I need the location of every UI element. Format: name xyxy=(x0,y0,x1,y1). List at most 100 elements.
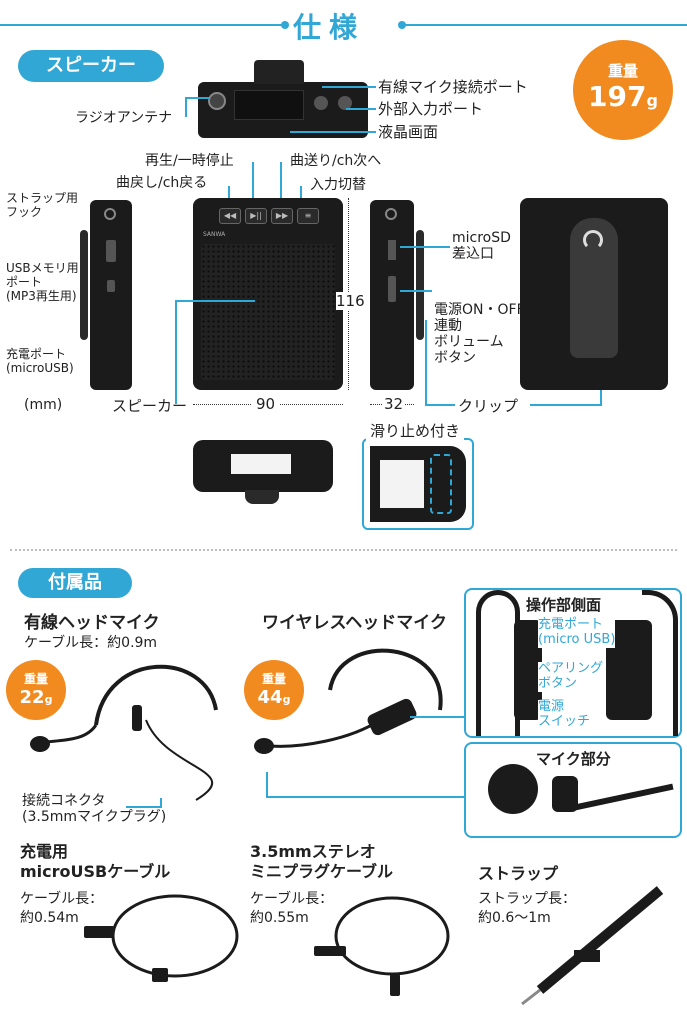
side-panel-pairing: ペアリング ボタン xyxy=(538,661,604,692)
wireless-weight-label: 重量 xyxy=(261,672,286,686)
line-input xyxy=(300,186,302,206)
label-input-switch: 入力切替 xyxy=(310,177,366,193)
label-lcd-screen: 液晶画面 xyxy=(378,123,439,141)
play-pause-button[interactable]: ▶|| xyxy=(245,208,267,224)
line-next xyxy=(280,162,282,206)
side-clip xyxy=(80,230,88,340)
line-lcd xyxy=(290,131,376,133)
speaker-section-label: スピーカー xyxy=(18,50,164,82)
title-left-line xyxy=(0,24,285,26)
line-clip-h xyxy=(425,404,455,406)
usb-cable-length-label: ケーブル長： xyxy=(20,891,104,907)
strap-length-label: ストラップ長： xyxy=(478,891,576,907)
next-button[interactable]: ▶▶ xyxy=(271,208,293,224)
windscreen xyxy=(488,764,538,814)
label-clip: クリップ xyxy=(458,397,519,415)
label-strap-hook: ストラップ用 フック xyxy=(6,191,79,219)
line-play xyxy=(252,162,254,206)
label-non-slip: 滑り止め付き xyxy=(366,420,465,441)
microsd-slot xyxy=(388,240,396,260)
line-microsd xyxy=(400,246,450,248)
wireless-headset-image xyxy=(254,648,443,754)
label-unit: (mm) xyxy=(24,397,63,413)
external-input-port xyxy=(338,96,352,110)
dim-depth: 32 xyxy=(382,395,406,413)
side-panel-title: 操作部側面 xyxy=(526,596,602,614)
wired-mic-title: 有線ヘッドマイク xyxy=(24,613,160,633)
side-clip-right xyxy=(416,230,424,340)
page-title: 仕様 xyxy=(293,11,366,44)
bottom-zoom xyxy=(370,446,466,522)
label-usb-port: USBメモリ用 ポート (MP3再生用) xyxy=(6,261,79,303)
clip-top xyxy=(254,60,304,84)
micro-usb-port xyxy=(107,280,115,292)
wired-mic-connector-label: 接続コネクタ (3.5mmマイクプラグ) xyxy=(22,793,167,826)
bottom-clip xyxy=(245,490,279,504)
strap-hook-right xyxy=(385,208,397,220)
wired-mic-port xyxy=(314,96,328,110)
side-panel-charge-port: 充電ポート (micro USB) xyxy=(538,617,616,648)
stereo-cable-image xyxy=(314,896,450,996)
speaker-front-view: ◀◀ ▶|| ▶▶ ≡ SANWA xyxy=(193,198,343,390)
bottom-label-plate xyxy=(231,454,291,474)
line-side-panel xyxy=(410,716,466,718)
radio-antenna-jack xyxy=(208,92,226,110)
input-switch-button[interactable]: ≡ xyxy=(297,208,319,224)
earpiece-left xyxy=(514,620,542,720)
stereo-cable-length-label: ケーブル長： xyxy=(250,891,334,907)
section-divider xyxy=(10,549,677,551)
speaker-left-side xyxy=(80,200,132,390)
label-power-volume: 電源ON・OFF 連動 ボリューム ボタン xyxy=(434,302,525,367)
dim-height: 116 xyxy=(336,292,365,310)
usb-cable-image xyxy=(84,894,239,982)
usb-cable-title: 充電用 microUSBケーブル xyxy=(20,842,171,881)
line-external-input xyxy=(346,108,376,110)
wired-mic-cable-length: ケーブル長：約0.9m xyxy=(24,635,158,651)
strap-hook xyxy=(104,208,116,220)
label-external-input-port: 外部入力ポート xyxy=(378,100,484,118)
stereo-cable-length-value: 約0.55m xyxy=(250,910,309,926)
volume-knob[interactable] xyxy=(388,276,396,302)
wired-weight-value: 22g xyxy=(19,687,53,708)
usb-cable-length-value: 約0.54m xyxy=(20,910,79,926)
line-mic-part-v xyxy=(266,772,268,798)
wireless-mic-weight-badge: 重量 44g xyxy=(244,660,304,720)
non-slip-pad xyxy=(430,454,452,514)
side-panel-box: 操作部側面 充電ポート (micro USB) ペアリング ボタン 電源 スイッ… xyxy=(464,588,682,738)
strap-length-value: 約0.6〜1m xyxy=(478,910,551,926)
line-power xyxy=(400,290,432,292)
label-next: 曲送り/ch次へ xyxy=(290,153,382,169)
prev-button[interactable]: ◀◀ xyxy=(219,208,241,224)
belt-clip xyxy=(570,218,618,358)
label-prev: 曲戻し/ch戻る xyxy=(116,175,208,191)
lcd-screen xyxy=(234,90,304,120)
line-connector-h xyxy=(126,806,162,808)
title-left-dot xyxy=(281,21,289,29)
zoom-label xyxy=(380,460,424,508)
speaker-top-view xyxy=(198,60,368,138)
clip-logo xyxy=(583,230,603,250)
wired-headset-image xyxy=(30,664,218,801)
label-charge-port: 充電ポート (microUSB) xyxy=(6,347,74,375)
mic-boom xyxy=(574,783,674,811)
line-wired-mic xyxy=(322,86,376,88)
mic-capsule xyxy=(552,776,578,812)
wired-mic-weight-badge: 重量 22g xyxy=(6,660,66,720)
line-speaker-h xyxy=(175,300,255,302)
strap-title: ストラップ xyxy=(478,864,559,883)
mic-panel-box: マイク部分 xyxy=(464,742,682,838)
wireless-weight-value: 44g xyxy=(257,687,291,708)
dim-width: 90 xyxy=(252,395,280,413)
speaker-weight-badge: 重量 197g xyxy=(573,40,673,140)
label-microsd: microSD 差込口 xyxy=(452,230,511,263)
usb-port xyxy=(106,240,116,262)
weight-label: 重量 xyxy=(607,62,638,80)
speaker-grille xyxy=(201,244,335,380)
stereo-cable-title: 3.5mmステレオ ミニプラグケーブル xyxy=(250,842,394,881)
line-mic-part-h xyxy=(266,796,466,798)
label-radio-antenna: ラジオアンテナ xyxy=(75,110,173,126)
line-antenna-v xyxy=(185,97,187,117)
speaker-right-side xyxy=(370,200,424,390)
page-title-bar: 仕様 xyxy=(0,6,687,44)
line-speaker-v xyxy=(175,300,177,404)
